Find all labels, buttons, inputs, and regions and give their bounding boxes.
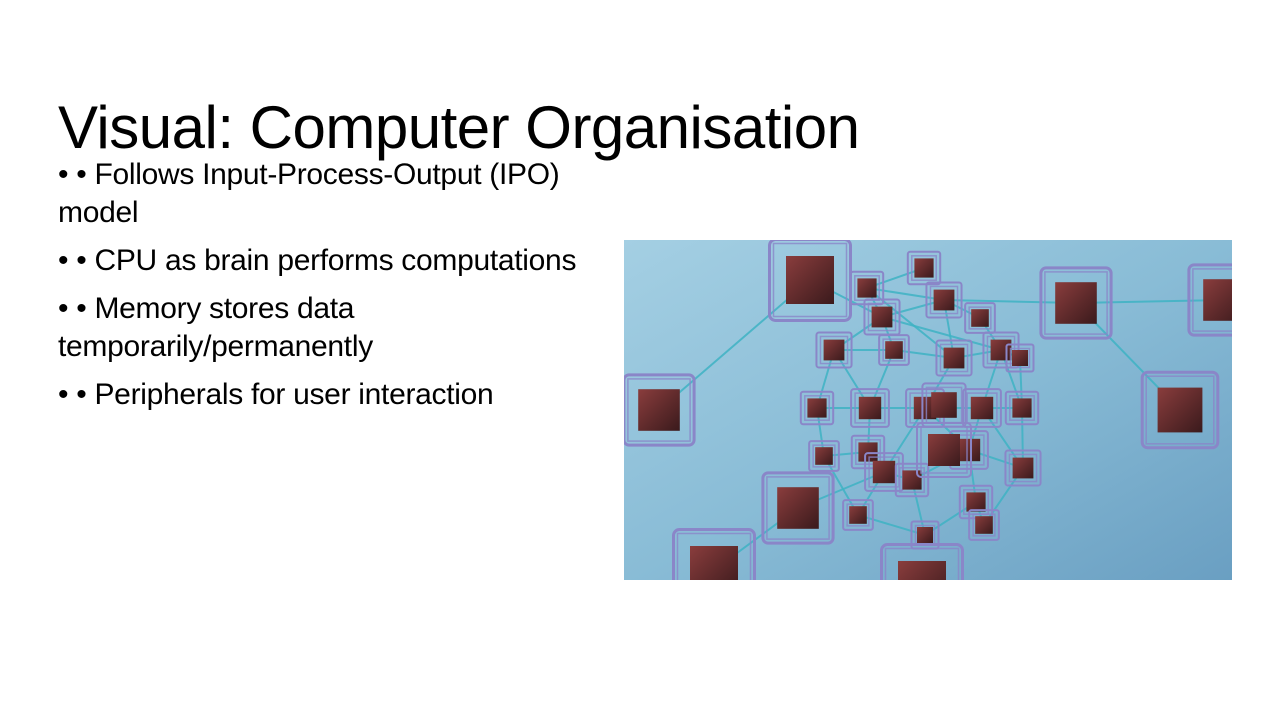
bullet-item: • • Peripherals for user interaction xyxy=(58,378,494,411)
cube-node xyxy=(935,339,973,377)
bullet-item: • • Memory stores data temporarily/perma… xyxy=(58,292,373,363)
cube-node xyxy=(842,499,874,531)
cube-node xyxy=(761,471,835,545)
cube-node xyxy=(1140,370,1220,450)
cube-node xyxy=(672,528,756,580)
cube-node xyxy=(768,240,852,322)
cube-node xyxy=(906,250,942,286)
cube-node xyxy=(808,440,840,472)
cube-node xyxy=(1039,266,1113,340)
cube-node xyxy=(849,270,885,306)
cube-node xyxy=(624,373,696,447)
cube-node xyxy=(925,281,963,319)
cube-node xyxy=(880,543,964,580)
cube-node xyxy=(799,390,835,426)
cube-node xyxy=(1004,449,1042,487)
network-link xyxy=(1075,299,1225,304)
network-link xyxy=(943,299,1077,304)
cube-node xyxy=(1187,263,1232,337)
cube-node xyxy=(878,334,910,366)
bullet-item: • • Follows Input-Process-Output (IPO) m… xyxy=(58,158,560,229)
cube-node xyxy=(850,388,890,428)
network-cubes-image xyxy=(624,240,1232,580)
bullet-list: • • Follows Input-Process-Output (IPO) m… xyxy=(58,156,588,424)
cube-node xyxy=(964,302,996,334)
network-link xyxy=(658,279,811,411)
cube-node xyxy=(968,509,1000,541)
slide-title: Visual: Computer Organisation xyxy=(58,94,860,162)
cube-node xyxy=(921,382,967,428)
cube-node xyxy=(1004,390,1040,426)
cube-node xyxy=(815,331,853,369)
network-link xyxy=(823,455,859,516)
network-illustration xyxy=(624,240,1232,580)
network-link xyxy=(881,316,1002,351)
cube-node xyxy=(1005,343,1035,373)
bullet-item: • • CPU as brain performs computations xyxy=(58,244,577,277)
cube-node xyxy=(962,388,1002,428)
